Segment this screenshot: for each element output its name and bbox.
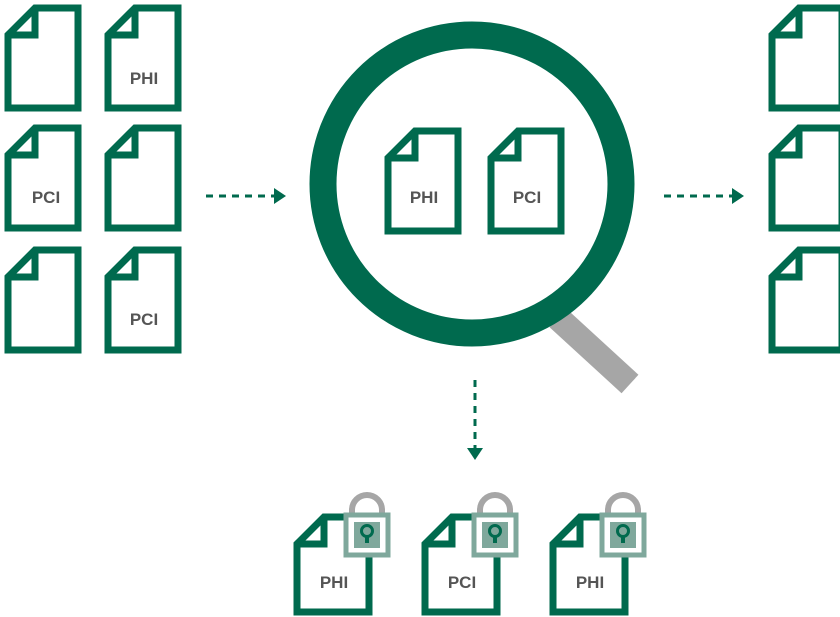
output-documents [768, 4, 840, 354]
document-label: PCI [32, 188, 60, 207]
protected-document: PCI [421, 492, 519, 616]
document-label: PCI [513, 188, 541, 207]
document-label: PHI [576, 573, 604, 592]
document-label: PHI [320, 573, 348, 592]
protected-documents: PHI PCI PHI [293, 492, 647, 616]
magnifier-lens [309, 21, 635, 347]
output-document [768, 246, 840, 354]
input-document: PCI [4, 124, 82, 232]
scanned-document: PCI [487, 127, 565, 235]
padlock-icon [343, 492, 391, 558]
dashed-arrow-icon [467, 380, 483, 460]
magnifier-handle [549, 308, 639, 394]
padlock-icon [599, 492, 647, 558]
magnifying-glass-icon [309, 21, 639, 394]
scanned-document: PHI [384, 127, 462, 235]
document-label: PCI [448, 573, 476, 592]
input-document [104, 124, 182, 232]
input-document: PHI [104, 4, 182, 112]
input-document [4, 246, 82, 354]
output-document [768, 4, 840, 112]
document-label: PHI [130, 69, 158, 88]
document-label: PCI [130, 310, 158, 329]
input-document [4, 4, 82, 112]
dashed-arrow-icon [206, 188, 286, 204]
input-documents: PHI PCI PCI [4, 4, 182, 354]
dashed-arrow-icon [664, 188, 744, 204]
document-label: PHI [410, 188, 438, 207]
input-document: PCI [104, 246, 182, 354]
protected-document: PHI [293, 492, 391, 616]
protected-document: PHI [549, 492, 647, 616]
output-document [768, 124, 840, 232]
scanned-documents: PHI PCI [384, 127, 565, 235]
padlock-icon [471, 492, 519, 558]
